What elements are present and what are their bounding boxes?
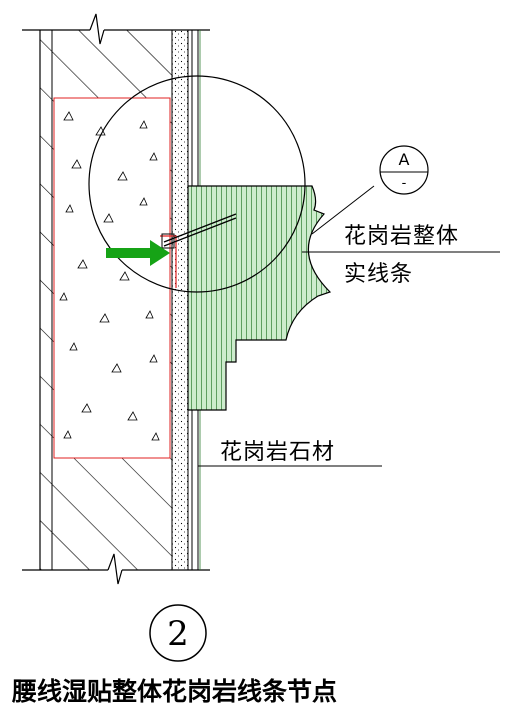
drawing-caption: 腰线湿贴整体花岗岩线条节点 (12, 677, 338, 706)
detail-circle (88, 75, 306, 293)
green-arrow (106, 240, 170, 266)
mortar-layer (171, 30, 189, 570)
anchor-rod (163, 213, 237, 247)
detail-number: 2 (167, 614, 189, 654)
granite-integral-line (160, 185, 332, 411)
leader-integral-line (302, 185, 500, 253)
section-marker (379, 145, 429, 195)
concrete-block (53, 97, 171, 459)
break-line-bottom (22, 553, 210, 585)
detail-number-circle (149, 604, 207, 662)
section-letter: A (398, 150, 410, 169)
label-integral-line-1: 花岗岩整体 (344, 224, 460, 249)
section-sub: - (401, 176, 407, 191)
label-stone: 花岗岩石材 (220, 440, 336, 465)
label-integral-line-2: 实线条 (344, 262, 414, 287)
